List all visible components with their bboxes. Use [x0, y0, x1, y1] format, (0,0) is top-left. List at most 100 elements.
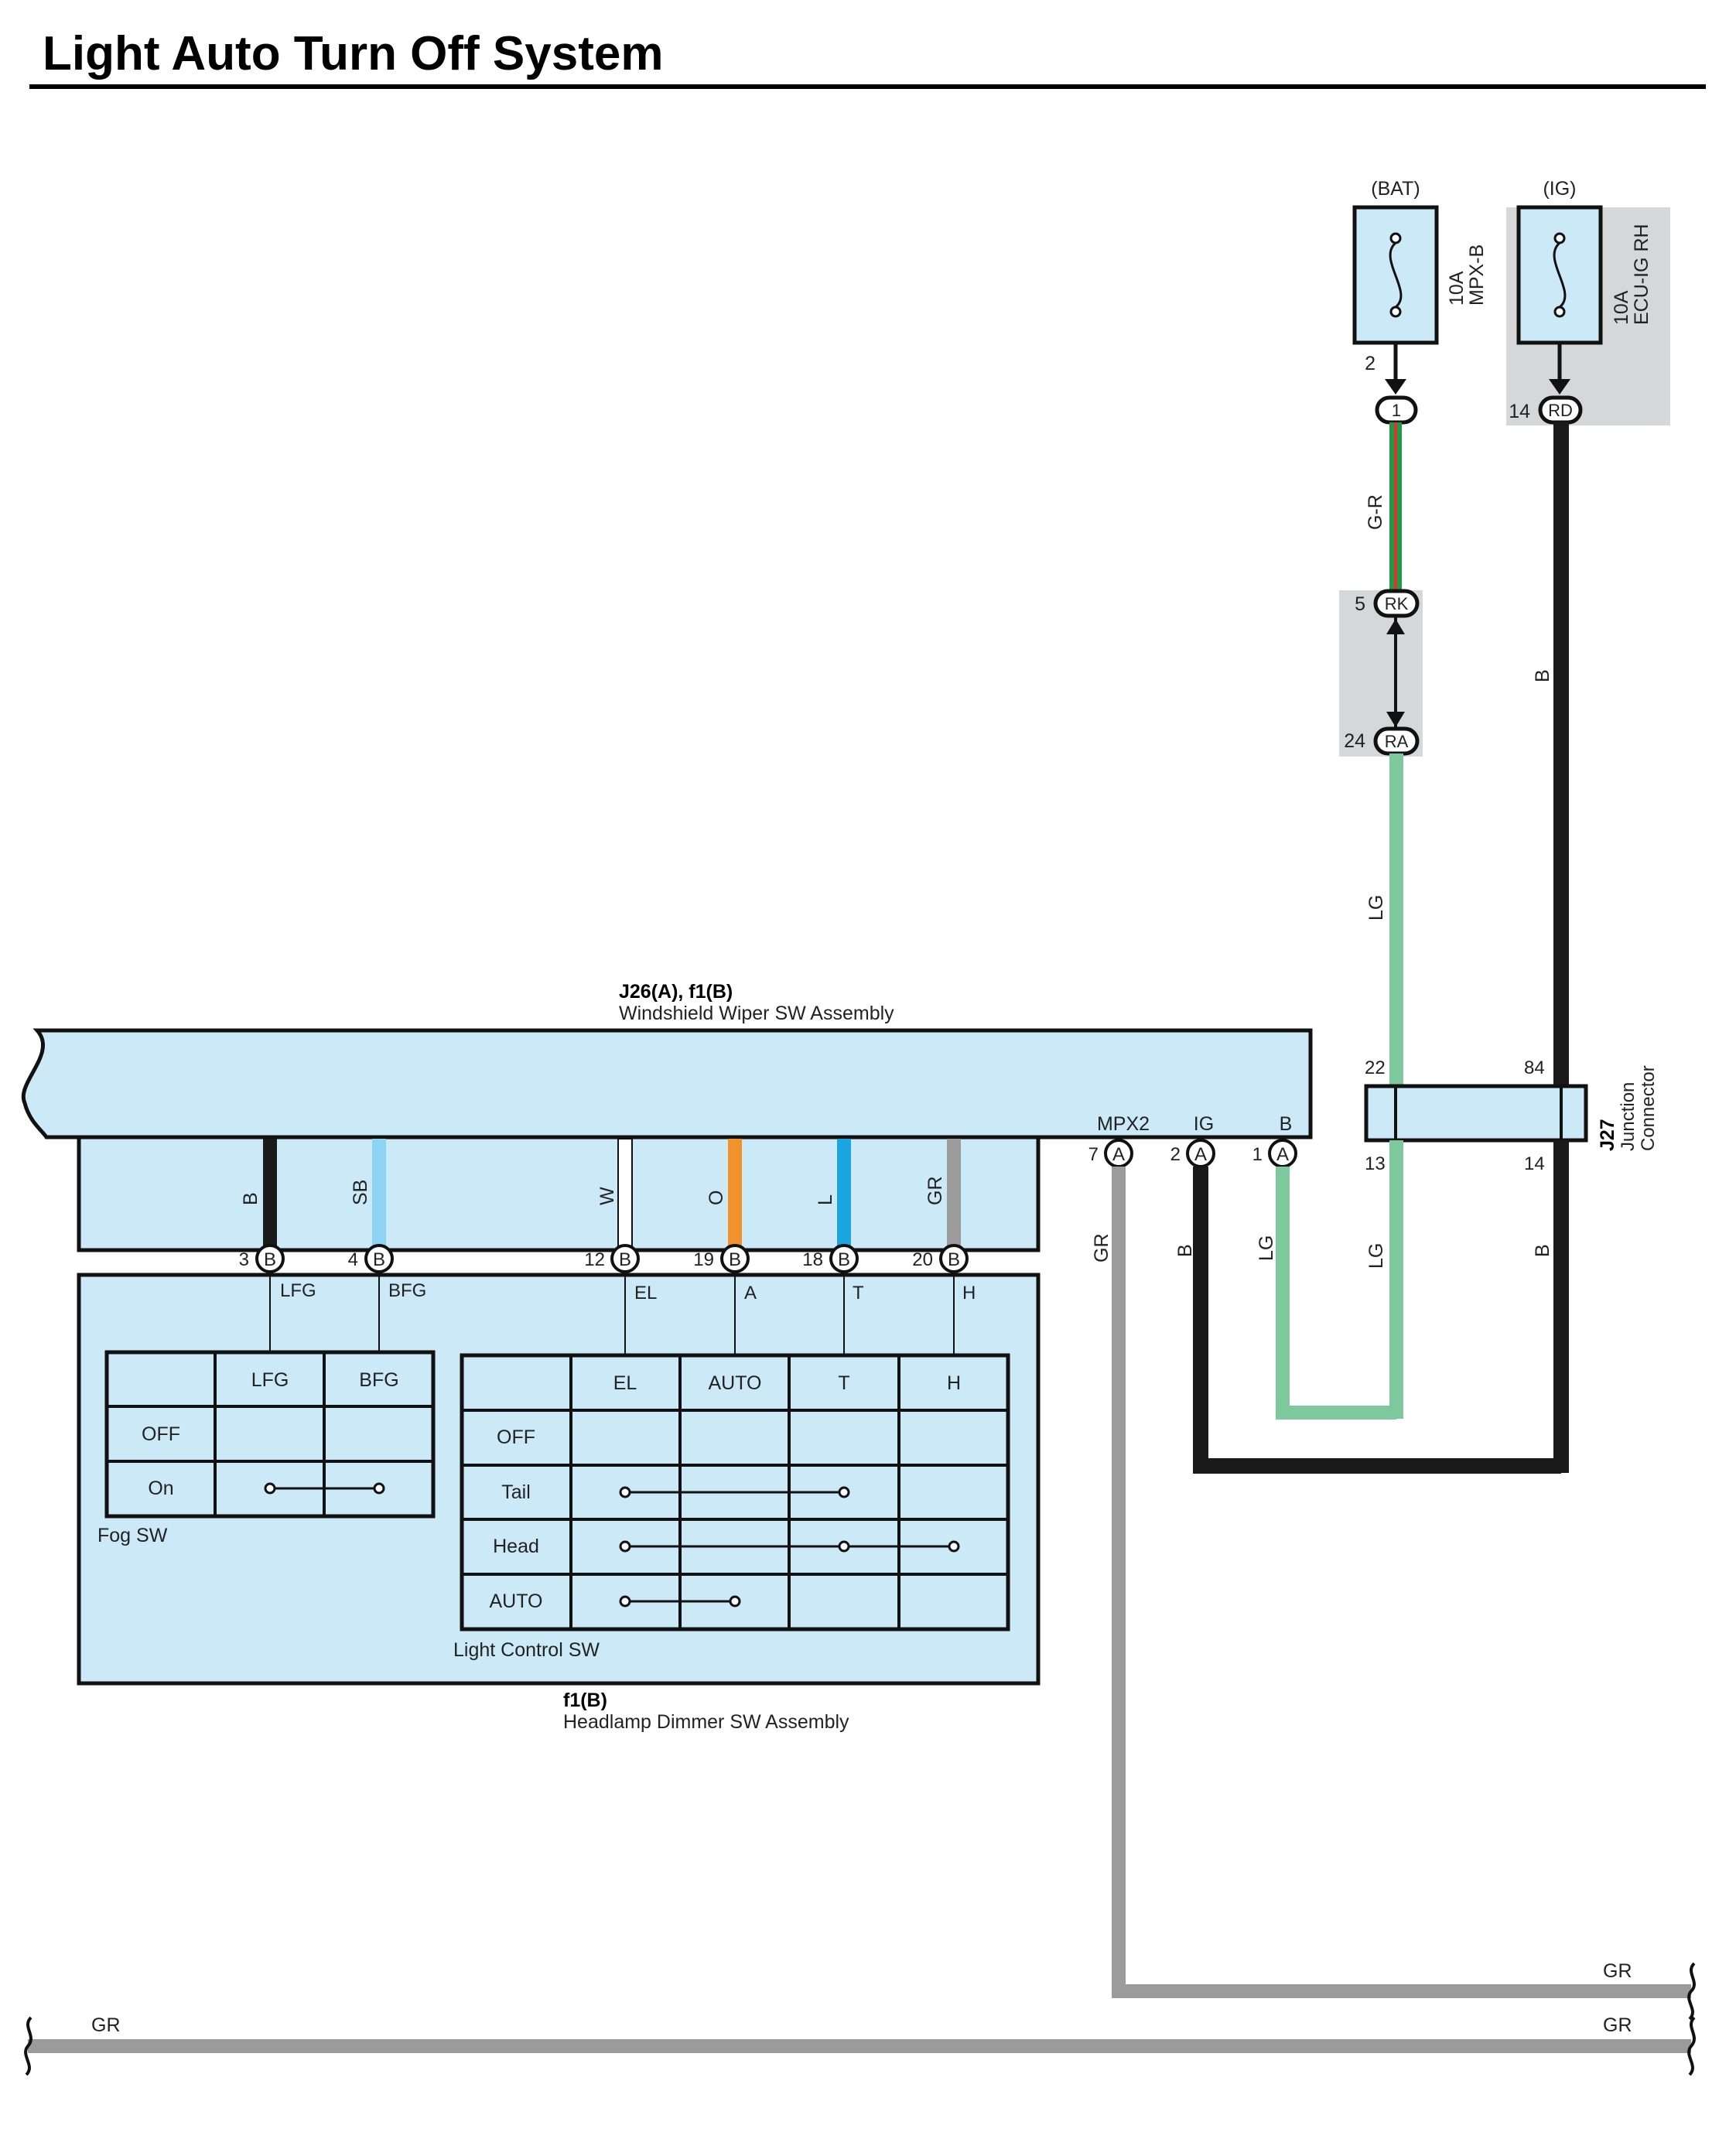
junction-connector-box [1364, 1084, 1588, 1143]
l-wire [837, 1139, 851, 1250]
mpx2-conn-label: A [1112, 1144, 1125, 1165]
ig-fuse-pin: 14 [1509, 401, 1530, 422]
junction-pin-84: 84 [1524, 1057, 1545, 1078]
mpx2-terminal-label: MPX2 [1097, 1113, 1150, 1135]
internal-leads [269, 1272, 955, 1355]
lg-wire-loop-label: LG [1256, 1235, 1277, 1261]
pin-20: 20 [912, 1249, 933, 1270]
sb-wire [372, 1139, 386, 1250]
lg-wire-upper [1389, 753, 1403, 1086]
diagram-title: Light Auto Turn Off System [43, 27, 664, 80]
lg-wire-loop [1276, 1167, 1396, 1420]
wiper-assembly-id: J26(A), f1(B) [619, 981, 733, 1003]
pin-4: 4 [348, 1249, 358, 1270]
gr-left-lower-label: GR [91, 2014, 121, 2036]
lc-col-t: T [838, 1372, 849, 1394]
junction-pin-14: 14 [1524, 1153, 1545, 1174]
lc-col-auto: AUTO [709, 1372, 762, 1394]
o-wire-label: O [706, 1191, 727, 1205]
b-wire-ig-label: B [1532, 669, 1553, 682]
ig-conn-label: A [1194, 1144, 1207, 1165]
b-pin: 1 [1252, 1144, 1263, 1165]
w-wire [617, 1138, 633, 1251]
pin-row: 3 B 4 B 12 B 19 B 18 B 20 B [239, 1244, 969, 1273]
bat-arrow-icon [1385, 379, 1406, 395]
ra-pin: 24 [1344, 730, 1365, 752]
light-control-sw-label: Light Control SW [453, 1639, 600, 1661]
bat-source-label: (BAT) [1371, 178, 1420, 200]
gr-right-lower-label: GR [1603, 2014, 1632, 2036]
up-arrow-icon [1386, 619, 1405, 634]
b-wire-junction-label: B [1532, 1244, 1553, 1257]
lg-wire-upper-label: LG [1365, 895, 1387, 921]
fog-row-on: On [148, 1478, 173, 1499]
pin-19: 19 [693, 1249, 714, 1270]
wiper-assembly-body [21, 1028, 1313, 1139]
junction-name-line2: Connector [1638, 1065, 1659, 1151]
ra-label: RA [1385, 732, 1409, 751]
dimmer-assembly-id: f1(B) [563, 1690, 607, 1711]
junction-id: J27 [1597, 1119, 1618, 1151]
lg-wire-junction-label: LG [1365, 1243, 1387, 1269]
el-term: EL [634, 1283, 657, 1303]
junction-pin-13: 13 [1365, 1153, 1386, 1174]
lc-row-tail: Tail [501, 1481, 531, 1503]
ig-pin: 2 [1170, 1144, 1181, 1165]
ig-source-label: (IG) [1543, 178, 1576, 200]
pin-19-conn: B [729, 1249, 741, 1270]
fog-col-lfg: LFG [251, 1369, 289, 1391]
ig-arrow-icon [1549, 379, 1570, 395]
ig-terminal-label: IG [1194, 1113, 1214, 1135]
h-term: H [962, 1283, 976, 1303]
pin-18-conn: B [838, 1249, 850, 1270]
gr-wire-h-label: GR [924, 1177, 946, 1206]
b-wire-lfg [263, 1139, 277, 1250]
light-control-sw-table: EL AUTO T H OFF Tail Head AUTO [460, 1353, 1010, 1631]
gr-wire-bottom [28, 2039, 1691, 2053]
break-mark-icon-left [24, 2016, 32, 2076]
pin-12-conn: B [619, 1249, 631, 1270]
gr-wire-mpx2-label: GR [1091, 1234, 1112, 1263]
break-mark-icon-lower [1687, 2016, 1696, 2076]
junction-pin-22: 22 [1365, 1057, 1386, 1078]
b-wire-ig [1553, 422, 1569, 1086]
wiper-assembly-name: Windshield Wiper SW Assembly [619, 1003, 894, 1024]
mpx2-pin: 7 [1088, 1144, 1099, 1165]
a-term: A [744, 1283, 757, 1303]
lfg-term: LFG [280, 1280, 316, 1301]
pin-3: 3 [239, 1249, 249, 1270]
wiper-assembly-lower-body [77, 1135, 1041, 1252]
ig-connector-label: RD [1548, 401, 1573, 420]
gr-wire-h [947, 1139, 961, 1250]
ig-fuse-icon [1553, 232, 1567, 318]
b-wire-junction-down [1553, 1140, 1569, 1473]
t-term: T [853, 1283, 864, 1303]
lc-row-head: Head [493, 1536, 539, 1557]
rk-label: RK [1385, 594, 1409, 613]
pin-20-conn: B [948, 1249, 960, 1270]
fog-row-off: OFF [142, 1423, 180, 1445]
gr-right-upper-label: GR [1603, 1960, 1632, 1982]
bfg-term: BFG [388, 1280, 426, 1301]
fog-col-bfg: BFG [359, 1369, 398, 1391]
sb-wire-label: SB [350, 1180, 371, 1205]
lc-row-auto: AUTO [490, 1590, 543, 1612]
pin-4-conn: B [373, 1249, 385, 1270]
b-wire-loop [1193, 1167, 1561, 1474]
bat-fuse-name: MPX-B [1466, 244, 1488, 306]
l-wire-label: L [815, 1194, 836, 1205]
bat-fuse-amps: 10A [1446, 271, 1468, 306]
pin-18: 18 [802, 1249, 823, 1270]
ig-fuse-amps: 10A [1611, 290, 1632, 325]
rk-pin: 5 [1355, 593, 1365, 615]
b-conn-label: A [1276, 1144, 1289, 1165]
lc-col-el: EL [613, 1372, 637, 1394]
pin-12: 12 [584, 1249, 605, 1270]
o-wire [728, 1139, 742, 1250]
w-wire-label: W [596, 1187, 618, 1205]
b-wire-loop-label: B [1174, 1244, 1196, 1257]
down-arrow-icon [1386, 712, 1405, 727]
lg-wire-junction-down [1389, 1140, 1403, 1419]
bat-fuse-pin: 2 [1365, 353, 1375, 374]
